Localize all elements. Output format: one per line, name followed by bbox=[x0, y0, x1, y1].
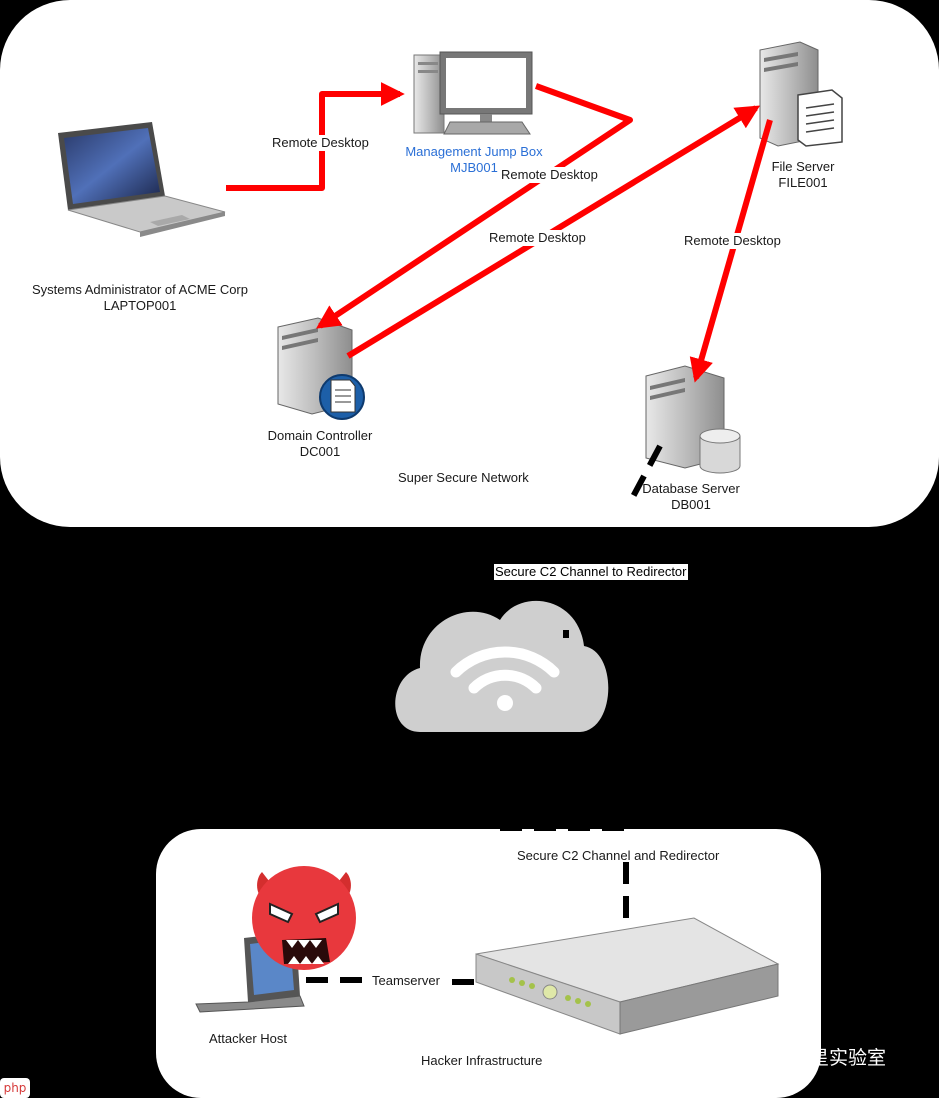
rdp-jumpbox-to-dc bbox=[316, 83, 633, 329]
laptop-name: Systems Administrator of ACME Corp bbox=[31, 282, 248, 297]
fileserver-label: File Server FILE001 bbox=[743, 159, 863, 191]
edge-label-rdp3: Remote Desktop bbox=[489, 230, 586, 246]
c2-and-redirector-label: Secure C2 Channel and Redirector bbox=[517, 848, 720, 863]
zone-label-top: Super Secure Network bbox=[398, 470, 529, 485]
database-server-icon bbox=[645, 365, 741, 474]
jumpbox-name: Management Jump Box bbox=[405, 144, 543, 159]
rdp-fileserver-to-db bbox=[689, 119, 773, 383]
fileserver-name: File Server bbox=[771, 159, 835, 174]
dc-label: Domain Controller DC001 bbox=[250, 428, 390, 460]
cloud-wifi-icon bbox=[395, 600, 609, 732]
laptop-id: LAPTOP001 bbox=[103, 298, 177, 313]
attacker-label: Attacker Host bbox=[208, 1031, 288, 1046]
devil-face-icon bbox=[252, 866, 356, 970]
edge-label-rdp2: Remote Desktop bbox=[501, 167, 598, 183]
db-name: Database Server bbox=[642, 481, 740, 496]
edge-label-rdp4: Remote Desktop bbox=[684, 233, 781, 249]
zone-label-bottom: Hacker Infrastructure bbox=[421, 1053, 543, 1068]
jumpbox-id: MJB001 bbox=[450, 160, 498, 175]
admin-laptop-icon bbox=[58, 122, 226, 237]
wechat-icon bbox=[732, 1043, 766, 1070]
rack-server-icon bbox=[475, 917, 780, 1035]
dc-name: Domain Controller bbox=[267, 428, 373, 443]
fileserver-id: FILE001 bbox=[778, 175, 828, 190]
edge-label-rdp1: Remote Desktop bbox=[272, 135, 369, 151]
domain-controller-icon bbox=[277, 317, 365, 420]
db-label: Database Server DB001 bbox=[626, 481, 756, 513]
c2-to-redirector-label: Secure C2 Channel to Redirector bbox=[494, 564, 688, 580]
jump-box-computer-icon bbox=[413, 51, 533, 135]
php-badge: php bbox=[0, 1078, 30, 1098]
watermark-text: 七芒星实验室 bbox=[772, 1047, 887, 1069]
file-server-icon bbox=[759, 41, 843, 147]
db-id: DB001 bbox=[671, 497, 711, 512]
dc-id: DC001 bbox=[299, 444, 341, 459]
c2-connections bbox=[306, 444, 663, 985]
edge-label-teamserver: Teamserver bbox=[372, 973, 440, 989]
laptop-label: Systems Administrator of ACME Corp LAPTO… bbox=[20, 282, 260, 314]
jumpbox-label: Management Jump Box MJB001 bbox=[384, 144, 564, 176]
